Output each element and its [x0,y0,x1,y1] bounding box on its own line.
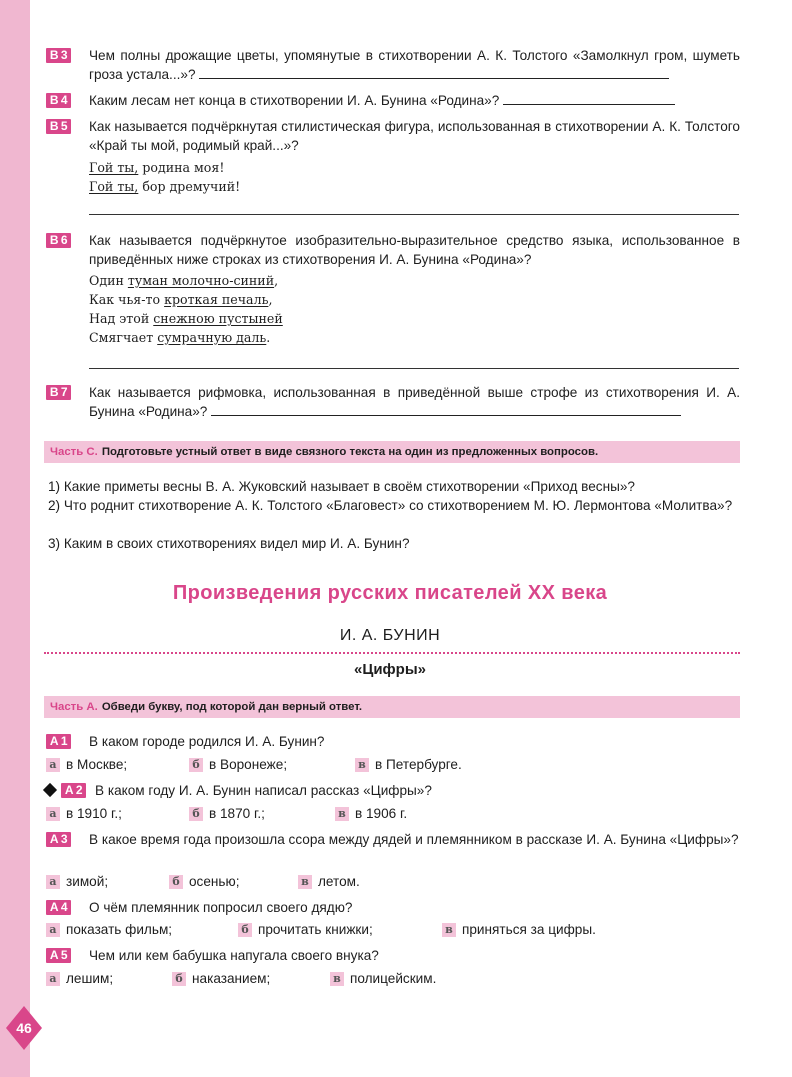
question-text: Как называется подчёркнутое изобразитель… [89,233,740,267]
question-b4: В 4 Каким лесам нет конца в стихотворени… [46,91,740,110]
poem-line: Один туман молочно-синий, [89,273,279,288]
question-badge: А 5 [46,948,71,963]
poem-excerpt-b5: Гой ты, родина моя! Гой ты, бор дремучий… [89,158,240,196]
dotted-divider [44,652,740,654]
question-a1: А 1 В каком городе родился И. А. Бунин? [46,732,740,751]
part-c-instruction: Подготовьте устный ответ в виде связного… [101,446,599,458]
question-text: О чём племянник попросил своего дядю? [89,900,353,915]
poem-line: Как чья-то кроткая печаль, [89,292,273,307]
question-text: Чем полны дрожащие цветы, упомянутые в с… [89,48,740,82]
question-badge: А 1 [46,734,71,749]
question-badge: А 2 [61,783,86,798]
author-name: И. А. БУНИН [339,627,441,644]
work-title: «Цифры» [354,661,426,678]
answer-line[interactable] [503,92,676,105]
question-badge: В 4 [46,93,71,108]
part-a-label: Часть А. [50,701,98,713]
question-text: Каким лесам нет конца в стихотворении И.… [89,93,500,108]
question-text: Чем или кем бабушка напугала своего внук… [89,948,379,963]
poem-excerpt-b6: Один туман молочно-синий, Как чья-то кро… [89,271,283,347]
question-text: В каком году И. А. Бунин написал рассказ… [95,783,432,798]
question-text: Как называется подчёркнутая стилистическ… [89,119,740,153]
question-badge: В 3 [46,48,71,63]
page-number-badge: 46 [6,1006,42,1050]
part-a-header: Часть А.Обведи букву, под которой дан ве… [44,696,740,718]
question-b5: В 5 Как называется подчёркнутая стилисти… [46,117,740,155]
part-c-item: 1) Какие приметы весны В. А. Жуковский н… [48,479,635,494]
question-badge: А 4 [46,900,71,915]
poem-line: Над этой снежною пустыней [89,311,283,326]
poem-line: Гой ты, бор дремучий! [89,179,241,194]
page-number: 46 [16,1020,32,1036]
question-b6: В 6 Как называется подчёркнутое изобрази… [46,231,740,269]
part-c-label: Часть С. [50,446,98,458]
question-a2: А 2 В каком году И. А. Бунин написал рас… [42,781,740,800]
question-b3: В 3 Чем полны дрожащие цветы, упомянутые… [46,46,740,84]
question-a4: А 4 О чём племянник попросил своего дядю… [46,898,740,917]
part-c-header: Часть С.Подготовьте устный ответ в виде … [44,441,740,463]
poem-line: Гой ты, родина моя! [89,160,225,175]
question-badge: В 6 [46,233,71,248]
section-title: Произведения русских писателей XX века [172,582,608,604]
part-c-item: 3) Каким в своих стихотворениях видел ми… [48,536,410,551]
question-text: В каком городе родился И. А. Бунин? [89,734,325,749]
page-margin-strip [0,0,30,1077]
question-a5: А 5 Чем или кем бабушка напугала своего … [46,946,740,965]
question-a3: А 3 В какое время года произошла ссора м… [46,830,740,849]
part-c-item: 2) Что роднит стихотворение А. К. Толсто… [48,498,733,513]
page-content: В 3 Чем полны дрожащие цветы, упомянутые… [40,0,792,1077]
answer-line[interactable] [199,66,670,79]
question-badge: В 7 [46,385,71,400]
answer-line[interactable] [211,403,682,416]
part-a-instruction: Обведи букву, под которой дан верный отв… [101,701,363,713]
poem-line: Смягчает сумрачную даль. [89,330,271,345]
question-text: В какое время года произошла ссора между… [89,832,739,847]
question-badge: А 3 [46,832,71,847]
question-text: Как называется рифмовка, использованная … [89,385,740,419]
answer-line[interactable] [89,368,739,369]
question-badge: В 5 [46,119,71,134]
question-b7: В 7 Как называется рифмовка, использован… [46,383,740,421]
answer-line[interactable] [89,214,739,215]
